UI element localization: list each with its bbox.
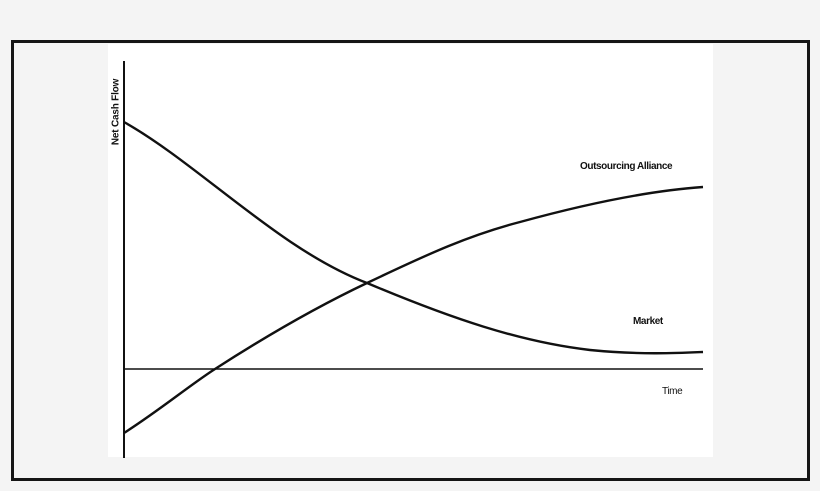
x-axis-label: Time <box>662 386 683 397</box>
plot-panel <box>108 44 713 457</box>
y-axis-label: Net Cash Flow <box>110 78 122 146</box>
market-label: Market <box>633 316 663 327</box>
outsourcing-alliance-line <box>123 185 704 435</box>
outsourcing-alliance-label: Outsourcing Alliance <box>580 161 673 172</box>
market-line <box>123 120 704 355</box>
